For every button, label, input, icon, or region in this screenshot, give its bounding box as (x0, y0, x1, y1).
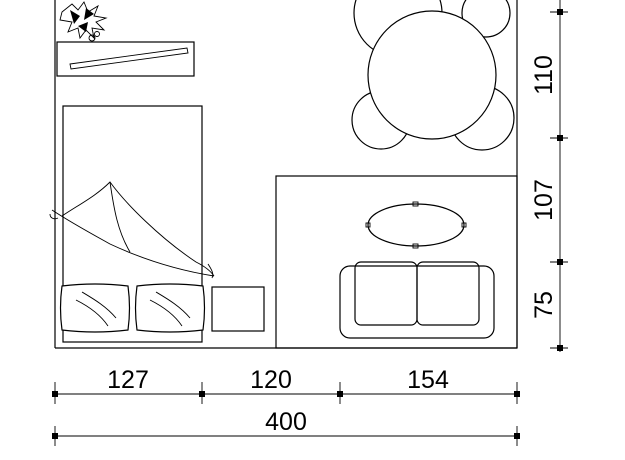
potted-plant-icon (59, 1, 108, 42)
dim-bottom-2: 120 (250, 366, 292, 394)
dining-set (351, 0, 515, 151)
shelf (56, 41, 195, 77)
pillow-right (134, 283, 206, 333)
dim-bottom-3: 154 (407, 366, 449, 394)
bed-icon (49, 105, 215, 343)
nightstand (211, 286, 265, 332)
right-dimensions: 110 107 75 (530, 0, 568, 352)
dim-right-3: 75 (530, 291, 558, 319)
dim-right-1: 110 (530, 55, 558, 95)
coffee-table (365, 201, 467, 249)
round-table-icon (367, 10, 497, 140)
dim-right-2: 107 (530, 179, 558, 221)
dim-bottom-total: 400 (265, 408, 307, 436)
sofa-icon (339, 261, 495, 339)
bottom-dimensions: 127 120 154 400 (52, 366, 520, 446)
dim-bottom-1: 127 (107, 366, 149, 394)
pillow-left (59, 283, 131, 333)
chair-icon (461, 0, 511, 38)
living-area (275, 175, 518, 349)
